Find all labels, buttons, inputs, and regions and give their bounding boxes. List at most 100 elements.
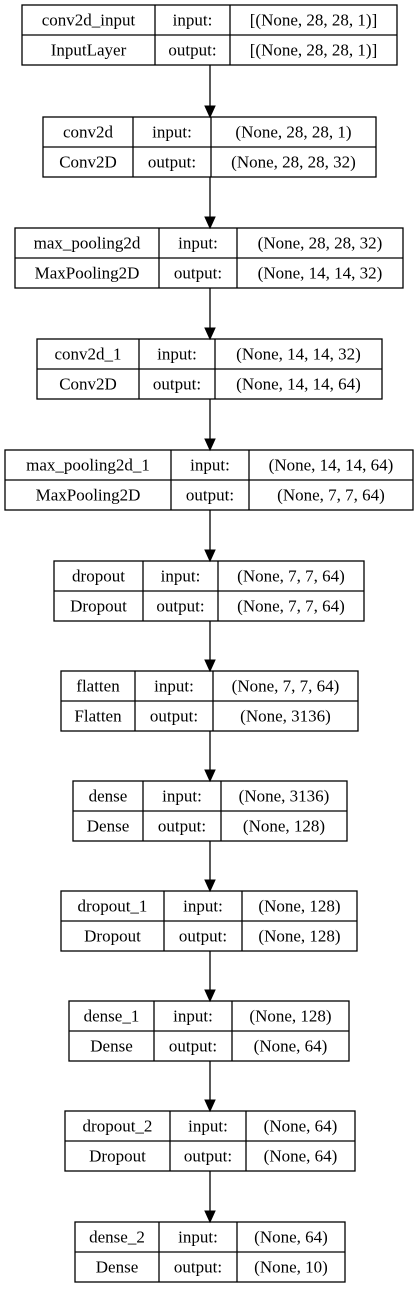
input-shape: (None, 28, 28, 1) xyxy=(235,123,351,142)
input-label: input: xyxy=(188,1117,228,1136)
output-label: output: xyxy=(179,927,227,946)
output-shape: (None, 7, 7, 64) xyxy=(277,486,385,505)
arrowhead xyxy=(204,1099,216,1113)
input-label: input: xyxy=(162,787,202,806)
output-label: output: xyxy=(158,817,206,836)
layer-type: InputLayer xyxy=(51,41,127,60)
input-shape: (None, 64) xyxy=(264,1117,338,1136)
arrowhead xyxy=(204,438,216,452)
input-shape: (None, 7, 7, 64) xyxy=(232,677,340,696)
input-label: input: xyxy=(173,1007,213,1026)
edge-arrow xyxy=(204,510,216,563)
output-shape: (None, 14, 14, 32) xyxy=(258,264,383,283)
layer-name: dropout_2 xyxy=(83,1117,153,1136)
layer-name: max_pooling2d xyxy=(34,234,141,253)
arrowhead xyxy=(204,1210,216,1224)
input-label: input: xyxy=(183,897,223,916)
output-shape: (None, 7, 7, 64) xyxy=(237,597,345,616)
edges xyxy=(204,65,216,1224)
edge-arrow xyxy=(204,177,216,230)
layer-name: conv2d_input xyxy=(42,11,136,30)
input-shape: (None, 128) xyxy=(249,1007,331,1026)
output-label: output: xyxy=(168,41,216,60)
output-label: output: xyxy=(174,1258,222,1277)
layer-name: dense_2 xyxy=(89,1228,145,1247)
input-shape: [(None, 28, 28, 1)] xyxy=(250,11,377,30)
layer-type: Dense xyxy=(96,1258,138,1277)
layer-type: Flatten xyxy=(74,707,122,726)
input-label: input: xyxy=(190,456,230,475)
arrowhead xyxy=(204,879,216,893)
layer-type: MaxPooling2D xyxy=(36,486,141,505)
arrowhead xyxy=(204,989,216,1003)
layer-type: MaxPooling2D xyxy=(35,264,140,283)
output-label: output: xyxy=(174,264,222,283)
layer-name: dropout_1 xyxy=(78,897,148,916)
output-label: output: xyxy=(156,597,204,616)
layer-type: Dropout xyxy=(89,1147,146,1166)
edge-arrow xyxy=(204,731,216,783)
output-shape: (None, 128) xyxy=(243,817,325,836)
edge-arrow xyxy=(204,951,216,1003)
output-shape: [(None, 28, 28, 1)] xyxy=(250,41,377,60)
layer-name: max_pooling2d_1 xyxy=(26,456,150,475)
edge-arrow xyxy=(204,288,216,341)
edge-arrow xyxy=(204,65,216,119)
input-label: input: xyxy=(157,345,197,364)
input-shape: (None, 64) xyxy=(254,1228,328,1247)
layer-name: conv2d xyxy=(63,123,114,142)
output-label: output: xyxy=(169,1037,217,1056)
output-shape: (None, 128) xyxy=(258,927,340,946)
input-shape: (None, 128) xyxy=(258,897,340,916)
edge-arrow xyxy=(204,621,216,673)
output-shape: (None, 28, 28, 32) xyxy=(231,153,356,172)
layer-type: Dense xyxy=(90,1037,132,1056)
output-shape: (None, 64) xyxy=(254,1037,328,1056)
arrowhead xyxy=(204,216,216,230)
input-label: input: xyxy=(152,123,192,142)
input-shape: (None, 14, 14, 64) xyxy=(269,456,394,475)
layer-name: conv2d_1 xyxy=(54,345,121,364)
output-shape: (None, 14, 14, 64) xyxy=(236,375,361,394)
layer-name: dropout xyxy=(72,567,125,586)
output-shape: (None, 3136) xyxy=(240,707,331,726)
output-label: output: xyxy=(150,707,198,726)
edge-arrow xyxy=(204,841,216,893)
layer-type: Dropout xyxy=(70,597,127,616)
output-label: output: xyxy=(153,375,201,394)
input-shape: (None, 14, 14, 32) xyxy=(236,345,361,364)
layer-name: flatten xyxy=(76,677,120,696)
input-label: input: xyxy=(161,567,201,586)
edge-arrow xyxy=(204,1061,216,1113)
output-label: output: xyxy=(184,1147,232,1166)
layer-type: Conv2D xyxy=(59,375,117,394)
edge-arrow xyxy=(204,1171,216,1224)
arrowhead xyxy=(204,659,216,673)
input-label: input: xyxy=(178,234,218,253)
input-label: input: xyxy=(173,11,213,30)
layer-type: Dense xyxy=(87,817,129,836)
input-label: input: xyxy=(154,677,194,696)
output-label: output: xyxy=(186,486,234,505)
input-shape: (None, 28, 28, 32) xyxy=(258,234,383,253)
output-shape: (None, 64) xyxy=(264,1147,338,1166)
arrowhead xyxy=(204,327,216,341)
layer-type: Conv2D xyxy=(59,153,117,172)
layer-name: dense xyxy=(89,787,128,806)
layer-type: Dropout xyxy=(84,927,141,946)
layer-name: dense_1 xyxy=(84,1007,140,1026)
input-shape: (None, 3136) xyxy=(239,787,330,806)
